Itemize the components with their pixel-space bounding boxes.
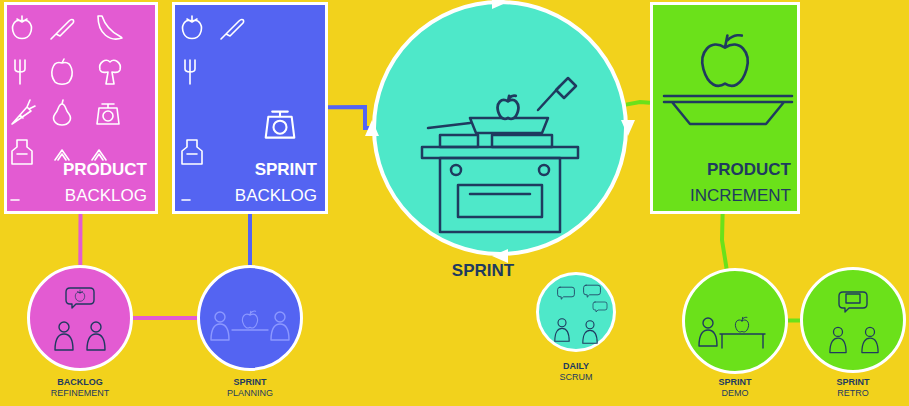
event-circle: DAILYSCRUM [536, 272, 616, 352]
connector [626, 102, 650, 105]
cycle-arrows [365, 0, 635, 263]
node-label: BACKLOG [175, 187, 317, 204]
node-label: PRODUCT [7, 161, 147, 178]
ingredient-icons [11, 16, 122, 200]
event-circle: SPRINTRETRO [800, 267, 906, 373]
node-label: INCREMENT [653, 187, 791, 204]
people-icons [55, 285, 878, 352]
node-label: PLANNING [190, 389, 310, 398]
stove-illustration [422, 78, 578, 232]
node-label: PRODUCT [653, 161, 791, 178]
backlog-box: PRODUCT BACKLOG [4, 2, 158, 214]
node-label: SPRINT [793, 378, 909, 387]
node-label: RETRO [793, 389, 909, 398]
node-label: SPRINT [175, 161, 317, 178]
node-label: DEMO [675, 389, 795, 398]
event-circle: SPRINTPLANNING [197, 265, 303, 371]
node-label: SPRINT [675, 378, 795, 387]
node-label: DAILY [516, 362, 636, 371]
connector [788, 318, 800, 322]
connector [78, 214, 82, 265]
sprint-circle: SPRINT [372, 0, 628, 256]
connector [328, 107, 372, 128]
event-circle: SPRINTDEMO [682, 268, 788, 374]
node-label: BACKLOG [7, 187, 147, 204]
increment-box: PRODUCT INCREMENT [650, 2, 800, 214]
tray-illustration [664, 35, 792, 124]
event-circle: BACKLOGREFINEMENT [27, 265, 133, 371]
node-label: SCRUM [516, 373, 636, 382]
node-label: BACKLOG [20, 378, 140, 387]
connector [248, 214, 252, 265]
ingredient-icons [182, 16, 294, 200]
backlog-box: SPRINT BACKLOG [172, 2, 328, 214]
connector [722, 214, 727, 269]
node-label: REFINEMENT [20, 389, 140, 398]
connector [133, 316, 197, 320]
node-label: SPRINT [190, 378, 310, 387]
node-label: SPRINT [383, 262, 583, 279]
